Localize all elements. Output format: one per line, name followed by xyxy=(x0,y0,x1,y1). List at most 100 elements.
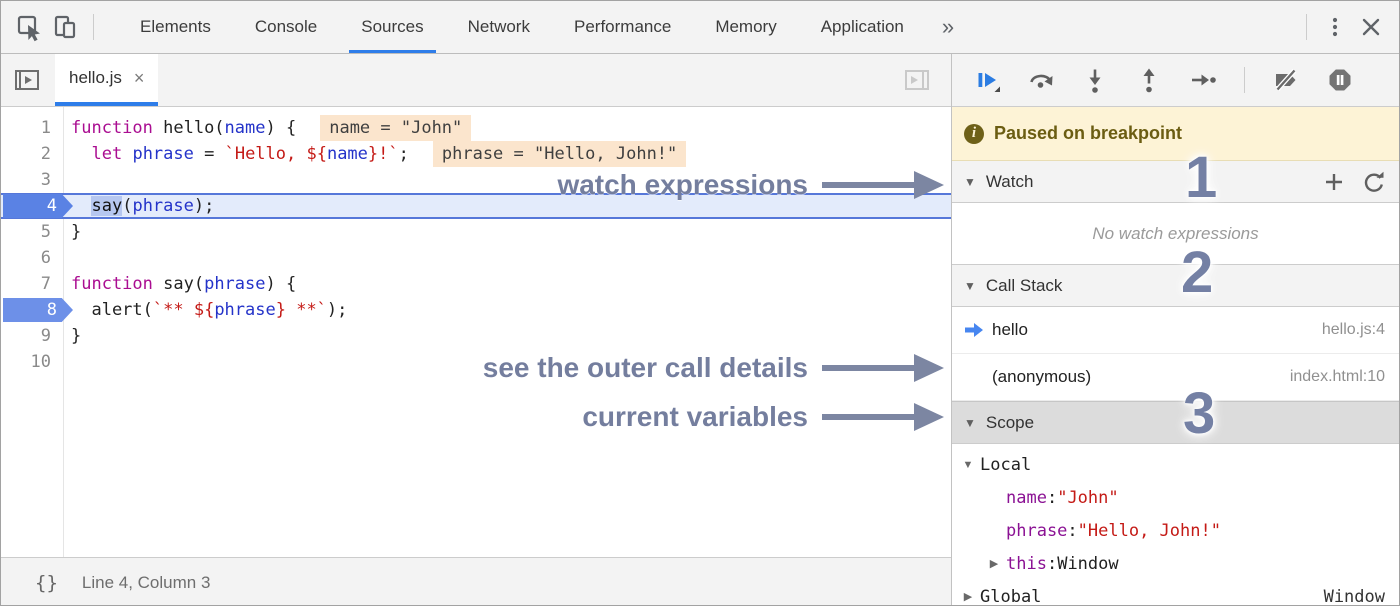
more-tabs-chevron[interactable]: » xyxy=(941,14,955,39)
watch-section-header[interactable]: ▼ Watch xyxy=(952,161,1399,203)
scope-row-phrase[interactable]: phrase: "Hello, John!" xyxy=(952,515,1399,548)
breakpoint-badge[interactable]: 8 xyxy=(3,298,73,322)
main-tab-memory[interactable]: Memory xyxy=(715,17,777,36)
line-number-gutter[interactable]: 4 xyxy=(1,193,73,219)
line-number-gutter[interactable]: 5 xyxy=(1,219,63,245)
step-number-1: 1 xyxy=(1185,145,1218,210)
code-text[interactable]: } xyxy=(63,323,81,349)
call-stack-section-header[interactable]: ▼ Call Stack xyxy=(952,264,1399,307)
toolbar-separator xyxy=(1306,14,1307,40)
main-tab-console[interactable]: Console xyxy=(254,17,318,36)
step-out-icon[interactable] xyxy=(1134,65,1164,95)
deactivate-breakpoints-icon[interactable] xyxy=(1271,65,1301,95)
step-over-icon[interactable] xyxy=(1026,65,1056,95)
gutter-divider xyxy=(63,107,64,557)
code-text[interactable]: alert(`** ${phrase} **`); xyxy=(63,297,347,323)
main-tab-sources[interactable]: Sources xyxy=(339,1,445,53)
code-token: name xyxy=(224,118,266,138)
scope-title: Scope xyxy=(985,412,1035,432)
add-watch-icon[interactable] xyxy=(1321,169,1347,195)
line-number-gutter[interactable]: 1 xyxy=(1,115,63,141)
main-tab-performance[interactable]: Performance xyxy=(573,17,672,36)
scope-name: this xyxy=(1006,554,1047,574)
main-tab-application[interactable]: Application xyxy=(820,17,904,36)
code-text[interactable]: say(phrase); xyxy=(63,193,214,219)
pause-on-exceptions-icon[interactable] xyxy=(1325,65,1355,95)
refresh-watch-icon[interactable] xyxy=(1361,169,1387,195)
main-tab-elements[interactable]: Elements xyxy=(140,17,211,36)
code-token: ); xyxy=(326,300,348,320)
hide-debugger-panel-icon[interactable] xyxy=(899,62,935,98)
code-text[interactable] xyxy=(63,349,71,375)
code-token: alert( xyxy=(71,300,153,320)
line-number-gutter[interactable]: 2 xyxy=(1,141,63,167)
line-number-gutter[interactable]: 6 xyxy=(1,245,63,271)
file-tab-hellojs[interactable]: hello.js × xyxy=(55,54,159,106)
device-toolbar-icon[interactable] xyxy=(47,9,83,45)
frame-name: hello xyxy=(992,320,1028,339)
main-tab-network[interactable]: Network xyxy=(467,17,530,36)
close-icon[interactable] xyxy=(1353,9,1389,45)
step-icon[interactable] xyxy=(1188,65,1218,95)
editor-status-bar: {} Line 4, Column 3 xyxy=(1,557,951,605)
execution-line-badge[interactable]: 4 xyxy=(3,194,73,218)
inspect-icon[interactable] xyxy=(11,9,47,45)
scope-value: Window xyxy=(1323,587,1385,606)
code-text[interactable] xyxy=(63,167,71,193)
kebab-menu-icon[interactable] xyxy=(1317,9,1353,45)
step-into-icon[interactable] xyxy=(1080,65,1110,95)
show-navigator-icon[interactable] xyxy=(9,62,45,98)
code-token: phrase xyxy=(132,144,194,164)
collapse-icon[interactable]: ▼ xyxy=(964,278,976,293)
callstack-frame--anonymous-[interactable]: (anonymous)index.html:10 xyxy=(952,354,1399,401)
scope-name: phrase xyxy=(1006,521,1068,541)
expander-icon[interactable]: ▼ xyxy=(962,459,974,471)
code-text[interactable]: } xyxy=(63,219,81,245)
file-tab-close-icon[interactable]: × xyxy=(133,67,145,88)
scope-row-this[interactable]: ▶this: Window xyxy=(952,548,1399,581)
scope-row-local[interactable]: ▼Local xyxy=(952,449,1399,482)
code-token: } xyxy=(71,222,82,242)
line-number-gutter[interactable]: 3 xyxy=(1,167,63,193)
line-number-gutter[interactable]: 7 xyxy=(1,271,63,297)
scope-row-name[interactable]: name: "John" xyxy=(952,482,1399,515)
expander-icon[interactable]: ▶ xyxy=(963,591,973,603)
code-token: ) { xyxy=(265,274,297,294)
frame-name: (anonymous) xyxy=(992,367,1092,386)
scope-section-header[interactable]: ▼ Scope xyxy=(952,401,1399,444)
code-token: phrase xyxy=(214,300,276,320)
line-number: 7 xyxy=(40,274,51,294)
resume-icon[interactable] xyxy=(972,65,1002,95)
code-text[interactable] xyxy=(63,245,71,271)
expander-icon[interactable]: ▶ xyxy=(989,558,999,570)
code-line-8: 8 alert(`** ${phrase} **`); xyxy=(1,297,951,323)
line-number-gutter[interactable]: 9 xyxy=(1,323,63,349)
collapse-icon[interactable]: ▼ xyxy=(964,415,976,430)
code-text[interactable]: let phrase = `Hello, ${name}!`;phrase = … xyxy=(63,141,687,167)
code-token: } xyxy=(71,326,82,346)
line-number: 10 xyxy=(30,352,51,372)
pretty-print-icon[interactable]: {} xyxy=(35,571,58,594)
code-token: let xyxy=(91,144,123,164)
line-number: 2 xyxy=(40,144,51,164)
paused-banner: i Paused on breakpoint xyxy=(952,107,1399,161)
annotation-label: see the outer call details xyxy=(482,352,808,383)
code-token: `Hello, ${ xyxy=(224,144,327,164)
line-number-gutter[interactable]: 8 xyxy=(1,297,73,323)
frame-marker-spacer xyxy=(964,369,984,385)
code-text[interactable]: function say(phrase) { xyxy=(63,271,296,297)
scope-separator: : xyxy=(1046,554,1058,574)
arrow-right-icon xyxy=(822,171,944,199)
collapse-icon[interactable]: ▼ xyxy=(964,174,976,189)
code-line-9: 9} xyxy=(1,323,951,349)
code-text[interactable]: function hello(name) {name = "John" xyxy=(63,115,472,141)
line-number-gutter[interactable]: 10 xyxy=(1,349,63,375)
